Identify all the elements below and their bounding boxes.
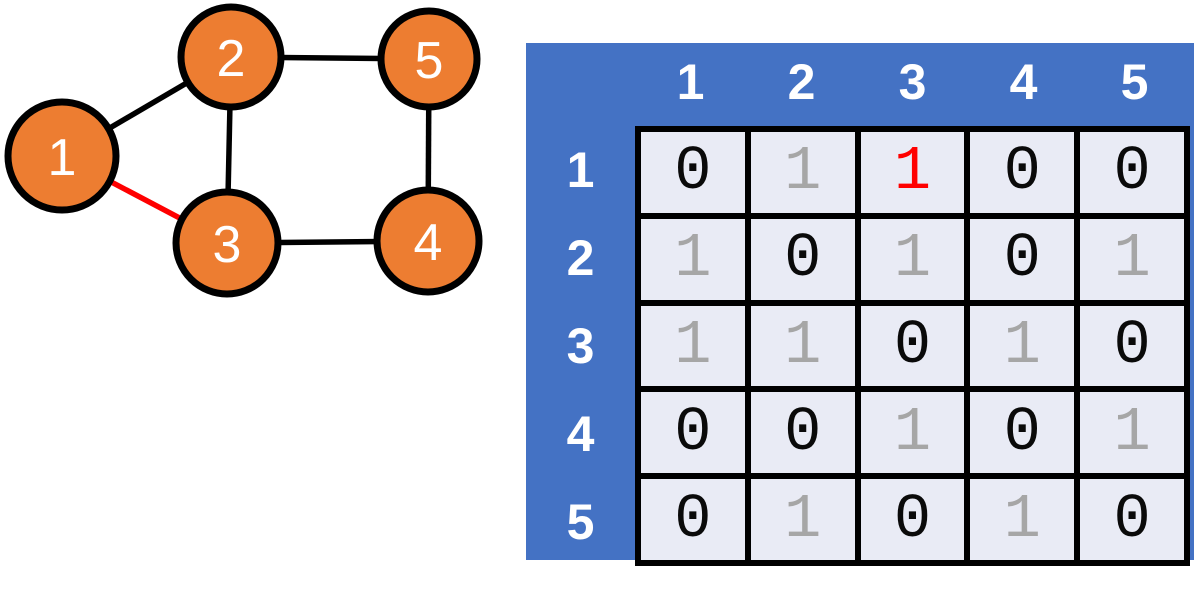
graph-svg: 1 2 3 4 5 xyxy=(4,3,483,298)
graph-node-5 xyxy=(377,7,481,111)
graph-node-label-5: 5 xyxy=(415,32,444,90)
matrix-cell-3-1: 1 xyxy=(641,305,745,387)
matrix-row-header-5: 5 xyxy=(566,494,595,550)
graph-node-1 xyxy=(4,98,120,214)
matrix-cell-5-2: 1 xyxy=(750,479,855,560)
matrix-cell-1-5: 0 xyxy=(1080,132,1184,213)
matrix-row-header-2: 2 xyxy=(566,230,595,286)
matrix-cell-4-3: 1 xyxy=(860,392,965,474)
matrix-cell-5-4: 1 xyxy=(970,479,1075,560)
matrix-cell-4-2: 0 xyxy=(750,392,855,474)
matrix-cell-3-5: 0 xyxy=(1080,305,1184,387)
matrix-cell-1-2: 1 xyxy=(750,132,855,213)
matrix-cell-2-5: 1 xyxy=(1080,218,1184,300)
matrix-cell-4-5: 1 xyxy=(1080,392,1184,474)
matrix-cell-2-2: 0 xyxy=(750,218,855,300)
matrix-cell-5-1: 0 xyxy=(641,479,745,560)
graph-node-3 xyxy=(172,188,282,298)
matrix-column-headers: 1 2 3 4 5 xyxy=(635,43,1190,126)
matrix-cell-1-4: 0 xyxy=(970,132,1075,213)
matrix-cell-1-3: 1 xyxy=(860,132,965,213)
matrix-col-header-1: 1 xyxy=(676,53,705,110)
matrix-cell-3-3: 0 xyxy=(860,305,965,387)
matrix-cell-4-4: 0 xyxy=(970,392,1075,474)
matrix-cell-3-2: 1 xyxy=(750,305,855,387)
matrix-cell-4-1: 0 xyxy=(641,392,745,474)
graph-node-label-4: 4 xyxy=(414,214,443,272)
graph-node-2 xyxy=(177,3,285,111)
graph-node-label-1: 1 xyxy=(48,129,77,187)
matrix-row-header-1: 1 xyxy=(566,142,595,198)
matrix-cell-3-4: 1 xyxy=(970,305,1075,387)
matrix-cell-2-4: 0 xyxy=(970,218,1075,300)
matrix-col-header-2: 2 xyxy=(787,53,816,110)
matrix-col-header-5: 5 xyxy=(1120,53,1149,110)
matrix-row-headers: 1 2 3 4 5 xyxy=(526,126,635,566)
graph-node-label-3: 3 xyxy=(213,216,242,274)
matrix-cell-5-5: 0 xyxy=(1080,479,1184,560)
graph-node-label-2: 2 xyxy=(217,30,246,88)
matrix-row-header-3: 3 xyxy=(566,318,595,374)
matrix-col-header-3: 3 xyxy=(898,53,927,110)
matrix-cell-2-3: 1 xyxy=(860,218,965,300)
matrix-cell-1-1: 0 xyxy=(641,132,745,213)
matrix-cell-2-1: 1 xyxy=(641,218,745,300)
matrix-row-header-4: 4 xyxy=(566,406,595,462)
graph-node-4 xyxy=(373,186,483,296)
matrix-col-header-4: 4 xyxy=(1009,53,1038,110)
matrix-cell-5-3: 0 xyxy=(860,479,965,560)
